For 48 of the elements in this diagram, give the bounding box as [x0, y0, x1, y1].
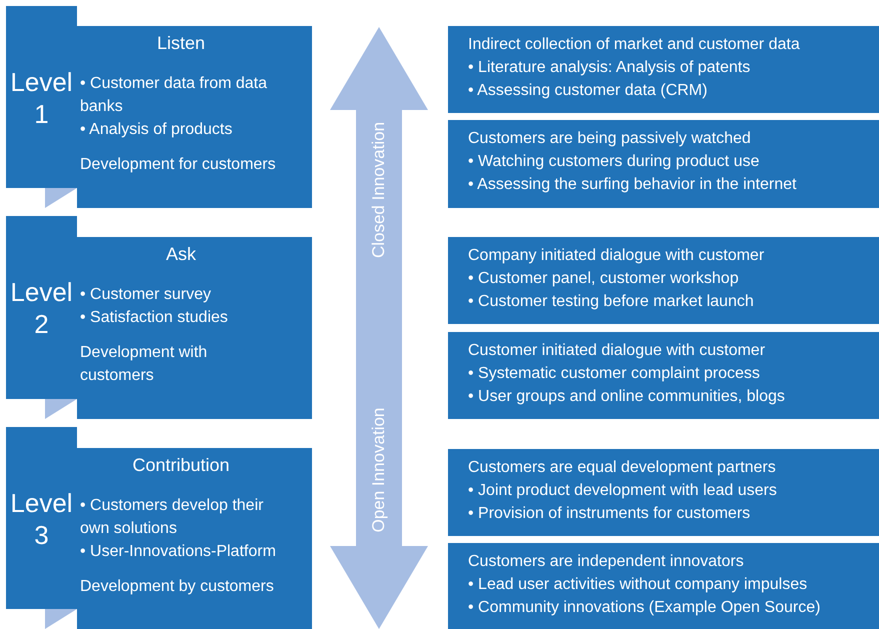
box-heading: Customers are being passively watched [468, 129, 752, 149]
info-box [448, 237, 879, 324]
info-box [448, 543, 879, 629]
panel-subtitle: Development with customers [80, 343, 208, 386]
panel-heading: Ask [164, 243, 197, 266]
panel-heading: Listen [156, 32, 206, 55]
bullet-item: • Joint product development with lead users [468, 481, 778, 501]
box-heading: Customer initiated dialogue with customer [468, 341, 766, 361]
level-label: Level 1 [10, 66, 73, 130]
bullet-item: • Satisfaction studies [80, 308, 229, 328]
bullet-item: • Community innovations (Example Open Source) [468, 598, 822, 618]
panel-heading: Contribution [131, 454, 231, 477]
arrow-label: Open Innovation [369, 408, 389, 532]
bullet-item: • Lead user activities without company impulses [468, 575, 808, 595]
bullet-item: • Customers develop their own solutions [80, 496, 264, 539]
content-panel [77, 237, 312, 419]
bullet-item: • Customer testing before market launch [468, 292, 755, 312]
info-box [448, 449, 879, 536]
bullet-item: • Analysis of products [80, 120, 234, 140]
content-panel [77, 26, 312, 208]
level-label: Level 2 [10, 276, 73, 340]
info-box [448, 26, 879, 113]
bookmark-tab [6, 427, 77, 629]
arrow-label: Closed Innovation [369, 122, 389, 258]
bullet-item: • User-Innovations-Platform [80, 542, 277, 562]
bullet-item: • Customer survey [80, 285, 212, 305]
bullet-item: • Systematic customer complaint process [468, 364, 761, 384]
bullet-item: • Literature analysis: Analysis of patents [468, 58, 752, 78]
panel-subtitle: Development for customers [80, 155, 277, 175]
bullet-item: • Provision of instruments for customers [468, 504, 752, 524]
bullet-item: • Customer data from data banks [80, 74, 268, 117]
bullet-item: • Watching customers during product use [468, 152, 760, 172]
bookmark-tab [6, 6, 77, 208]
double-arrow [330, 27, 428, 629]
bullet-item: • Assessing the surfing behavior in the internet [468, 175, 798, 195]
box-heading: Customers are independent innovators [468, 552, 745, 572]
box-heading: Company initiated dialogue with customer [468, 246, 766, 266]
info-box [448, 332, 879, 419]
bullet-item: • Customer panel, customer workshop [468, 269, 740, 289]
bookmark-tab [6, 216, 77, 419]
level-label: Level 3 [10, 487, 73, 551]
panel-subtitle: Development by customers [80, 577, 275, 597]
content-panel [77, 448, 312, 629]
info-box [448, 120, 879, 208]
box-heading: Indirect collection of market and customer data [468, 35, 801, 55]
box-heading: Customers are equal development partners [468, 458, 777, 478]
bullet-item: • User groups and online communities, blogs [468, 387, 786, 407]
bullet-item: • Assessing customer data (CRM) [468, 81, 708, 101]
